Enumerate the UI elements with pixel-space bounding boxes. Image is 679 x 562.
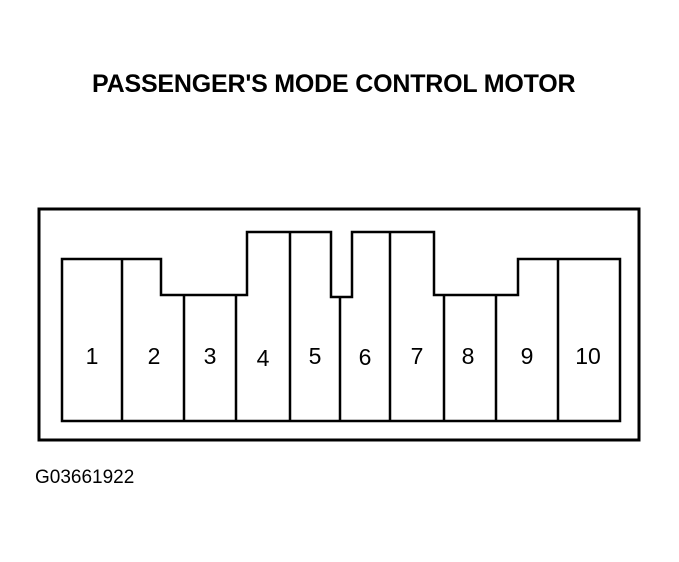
- diagram-title: PASSENGER'S MODE CONTROL MOTOR: [92, 70, 576, 98]
- pin-label-2: 2: [148, 343, 161, 369]
- pin-label-7: 7: [411, 343, 424, 369]
- pin-label-4: 4: [257, 345, 270, 371]
- pin-label-8: 8: [462, 343, 475, 369]
- pin-label-9: 9: [521, 343, 534, 369]
- pin-label-1: 1: [86, 343, 99, 369]
- pin-label-3: 3: [204, 343, 217, 369]
- pin-label-6: 6: [359, 344, 372, 370]
- connector-cavity-outline: [60, 230, 622, 423]
- pin-dividers: [120, 232, 560, 421]
- figure-id: G03661922: [35, 467, 135, 488]
- pin-label-5: 5: [309, 343, 322, 369]
- pin-labels: 1 2 3 4 5 6 7 8 9 10: [86, 343, 601, 371]
- pin-label-10: 10: [575, 343, 601, 369]
- connector-housing: [37, 207, 641, 442]
